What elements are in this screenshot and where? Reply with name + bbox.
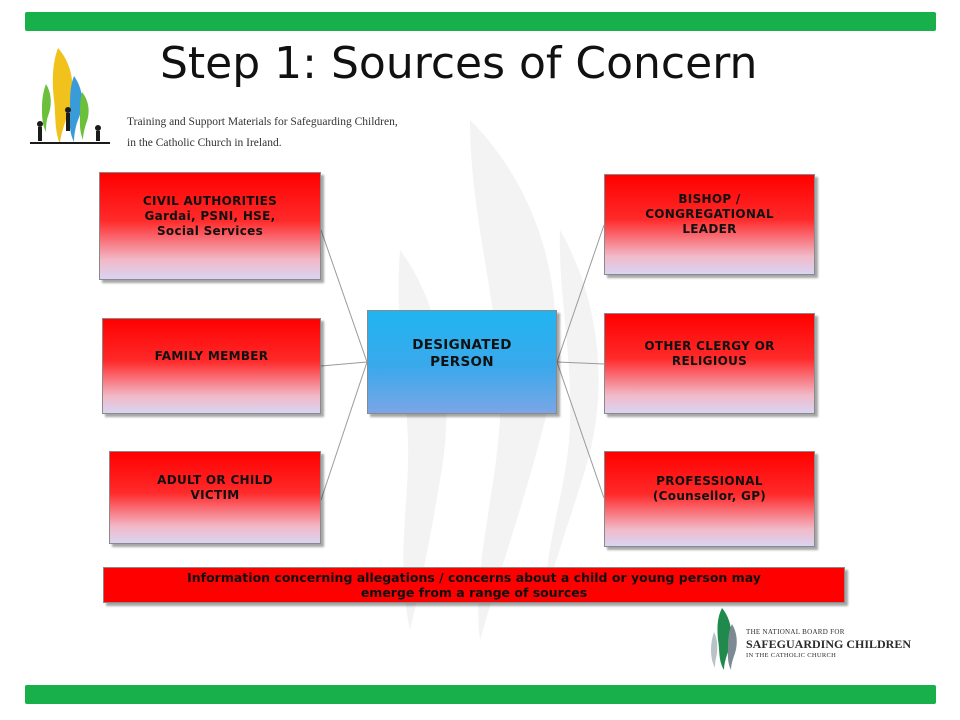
banner-line-2: emerge from a range of sources (360, 585, 588, 600)
connector-professional (556, 361, 605, 499)
subtitle-line-2: in the Catholic Church in Ireland. (127, 137, 282, 149)
source-other-clergy: OTHER CLERGY OR RELIGIOUS (604, 313, 815, 414)
board-name-line-2: SAFEGUARDING CHILDREN (746, 637, 912, 651)
designated-person-box: DESIGNATED PERSON (367, 310, 557, 414)
source-professional: PROFESSIONAL (Counsellor, GP) (604, 451, 815, 547)
connector-family (320, 361, 368, 367)
banner-line-1: Information concerning allegations / con… (187, 570, 761, 585)
source-bishop-label: BISHOP / CONGREGATIONAL LEADER (645, 192, 774, 236)
board-name: THE NATIONAL BOARD FOR SAFEGUARDING CHIL… (746, 628, 911, 660)
connector-clergy (556, 361, 605, 365)
source-family-member-label: FAMILY MEMBER (154, 348, 269, 363)
bottom-accent-bar (25, 685, 936, 704)
connector-victim (320, 361, 368, 501)
source-bishop: BISHOP / CONGREGATIONAL LEADER (604, 174, 815, 275)
connector-civil (320, 229, 368, 363)
designated-person-label: DESIGNATED PERSON (412, 337, 512, 370)
flame-family-logo (30, 48, 110, 144)
source-family-member: FAMILY MEMBER (102, 318, 321, 414)
subtitle: Training and Support Materials for Safeg… (127, 112, 398, 154)
board-name-line-3: IN THE CATHOLIC CHURCH (746, 652, 837, 659)
board-flame-logo (711, 608, 737, 670)
connector-bishop (556, 224, 605, 363)
source-professional-label: PROFESSIONAL (Counsellor, GP) (652, 474, 767, 503)
information-banner: Information concerning allegations / con… (103, 567, 845, 603)
source-civil-authorities-label: CIVIL AUTHORITIES Gardai, PSNI, HSE, Soc… (142, 193, 278, 238)
source-victim-label: ADULT OR CHILD VICTIM (157, 472, 273, 502)
source-adult-or-child-victim: ADULT OR CHILD VICTIM (109, 451, 321, 544)
top-accent-bar (25, 12, 936, 31)
slide-title: Step 1: Sources of Concern (160, 38, 758, 89)
source-civil-authorities: CIVIL AUTHORITIES Gardai, PSNI, HSE, Soc… (99, 172, 321, 280)
subtitle-line-1: Training and Support Materials for Safeg… (127, 116, 398, 128)
source-other-clergy-label: OTHER CLERGY OR RELIGIOUS (644, 338, 775, 368)
board-name-line-1: THE NATIONAL BOARD FOR (746, 628, 845, 636)
